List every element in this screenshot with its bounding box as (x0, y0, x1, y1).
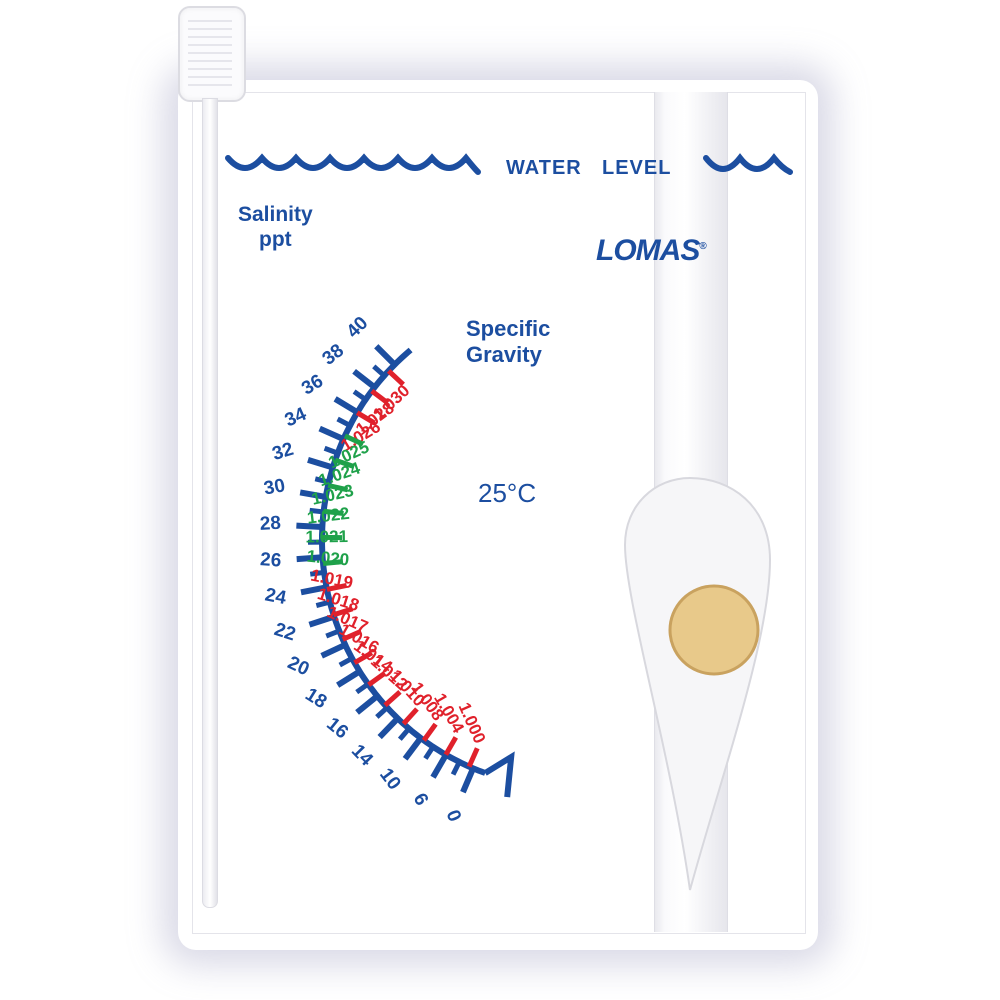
salinity-tick (296, 554, 323, 563)
salinity-label-line1: Salinity (238, 203, 313, 226)
specific-gravity-tick (343, 433, 365, 447)
specific-gravity-tick (334, 457, 355, 469)
salinity-tick-label: 34 (282, 403, 310, 431)
salinity-tick-label: 16 (322, 714, 352, 744)
salinity-tick-label: 10 (375, 765, 404, 795)
wave-icon (225, 153, 481, 175)
water-level-word-1: WATER (506, 157, 582, 179)
specific-gravity-tick-label: 1.023 (310, 481, 356, 509)
specific-gravity-line2: Gravity (466, 342, 542, 367)
temperature-label: 25°C (478, 478, 537, 508)
salinity-tick (308, 613, 336, 628)
specific-gravity-tick (386, 369, 405, 387)
salinity-tick (377, 716, 400, 740)
salinity-minor-tick (336, 416, 352, 428)
salinity-tick (320, 642, 347, 659)
salinity-tick (296, 522, 323, 531)
salinity-tick (336, 668, 362, 688)
salinity-minor-tick (315, 599, 331, 609)
salinity-minor-tick (309, 507, 324, 515)
salinity-minor-tick (309, 569, 325, 577)
salinity-tick (352, 368, 377, 390)
salinity-tick-label: 18 (301, 684, 330, 713)
specific-gravity-tick (322, 559, 344, 567)
salinity-tick (300, 584, 328, 596)
salinity-minor-tick (352, 389, 368, 402)
salinity-tick (430, 753, 449, 779)
salinity-tick (307, 457, 334, 471)
salinity-tick (333, 396, 359, 415)
salinity-tick-label: 20 (284, 652, 312, 680)
salinity-label: Salinity ppt (238, 204, 313, 250)
specific-gravity-tick (332, 606, 354, 618)
registered-mark: ® (699, 241, 706, 252)
specific-gravity-tick (370, 388, 390, 405)
salinity-tick-label: 40 (343, 313, 373, 343)
sampling-stick (176, 6, 248, 908)
specific-gravity-tick (326, 583, 348, 592)
specific-gravity-tick (383, 690, 402, 708)
specific-gravity-line1: Specific (466, 316, 551, 341)
salinity-tick-label: 26 (259, 549, 282, 571)
salinity-minor-tick (338, 656, 354, 668)
salinity-minor-tick (323, 445, 339, 456)
salinity-tick (402, 736, 424, 761)
salinity-minor-tick (423, 745, 436, 760)
salinity-minor-tick (450, 760, 462, 776)
salinity-minor-tick (372, 364, 386, 378)
salinity-minor-tick (397, 726, 411, 741)
scale-end-hook (483, 751, 515, 798)
salinity-tick (299, 489, 327, 500)
salinity-minor-tick (375, 705, 389, 719)
specific-gravity-tick-label: 1.022 (306, 504, 350, 528)
salinity-tick (355, 693, 380, 715)
specific-gravity-tick (353, 650, 374, 665)
salinity-tick (460, 767, 476, 794)
brand-logo: LOMAS® (596, 234, 707, 268)
salinity-label-line2: ppt (259, 228, 292, 251)
teardrop-float (623, 476, 772, 891)
wave-icon (703, 153, 793, 175)
salinity-tick-label: 14 (347, 741, 377, 771)
water-level-word-2: LEVEL (602, 157, 672, 179)
specific-gravity-tick (341, 629, 363, 642)
specific-gravity-tick (367, 671, 387, 687)
salinity-minor-tick (325, 628, 341, 639)
specific-gravity-tick (401, 707, 419, 726)
float-disk (668, 584, 760, 676)
specific-gravity-tick (421, 722, 438, 742)
stick-shaft (202, 98, 218, 908)
salinity-tick-label: 38 (319, 340, 349, 370)
specific-gravity-tick (323, 508, 344, 517)
specific-gravity-tick (443, 736, 458, 756)
salinity-tick-label: 30 (262, 475, 286, 499)
salinity-tick-label: 36 (298, 371, 327, 400)
specific-gravity-tick (466, 747, 480, 768)
salinity-minor-tick (314, 476, 330, 485)
specific-gravity-tick-label: 1.021 (305, 527, 348, 546)
salinity-tick-label: 32 (270, 439, 296, 465)
specific-gravity-tick (327, 482, 349, 493)
specific-gravity-label: Specific Gravity (466, 318, 550, 366)
specific-gravity-tick-label: 1.020 (306, 547, 350, 570)
salinity-tick (318, 425, 345, 442)
salinity-tick (374, 344, 397, 367)
salinity-tick-label: 24 (263, 584, 288, 609)
salinity-tick-label: 6 (409, 790, 432, 810)
salinity-tick-label: 22 (272, 619, 299, 646)
salinity-tick-label: 0 (442, 807, 465, 825)
specific-gravity-tick (355, 410, 376, 426)
brand-logo-text: LOMAS (596, 234, 700, 267)
salinity-tick-label: 28 (259, 513, 281, 535)
salinity-minor-tick (355, 681, 370, 695)
